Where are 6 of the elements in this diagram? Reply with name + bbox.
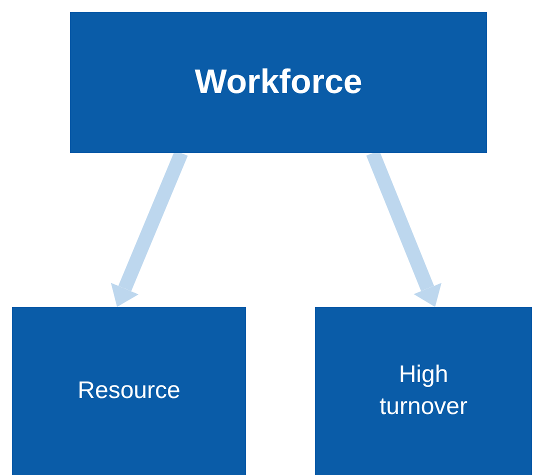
box-label: Workforce: [194, 62, 362, 103]
box-label: High turnover: [378, 360, 469, 422]
process-box: [12, 307, 246, 475]
process-box: [70, 12, 487, 153]
box-label: Resource: [78, 376, 180, 406]
process-box: [315, 307, 532, 475]
